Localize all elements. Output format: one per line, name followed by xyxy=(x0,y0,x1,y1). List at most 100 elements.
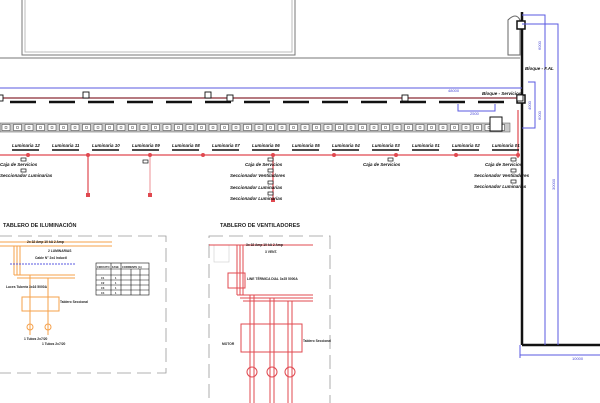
seccionador-luminarias-label: Seccionador Luminarias xyxy=(230,196,283,201)
luminaire-cell xyxy=(438,124,448,131)
luminaria-label: Luminaria 12 xyxy=(12,143,40,148)
luminaire-cell-mark xyxy=(211,126,215,129)
luminaire-cell-mark xyxy=(453,126,456,129)
luminaire-cell xyxy=(116,124,126,131)
luminaire-cell-mark xyxy=(372,126,376,129)
luminaire-cell xyxy=(415,124,425,131)
luminaire-cell xyxy=(197,124,206,131)
luminaire-cell xyxy=(381,124,390,131)
table-cell: 1 xyxy=(115,276,117,280)
luminaire-strip-cells xyxy=(1,124,505,131)
luminaria-label: Luminaria 01 xyxy=(412,143,440,148)
table-cell: 1 xyxy=(115,291,117,295)
dimension-text: 6000 xyxy=(537,40,542,50)
panel-title: TABLERO DE VENTILADORES xyxy=(220,223,300,229)
dimension-text: 4000 xyxy=(527,100,532,110)
luminaire-cell-mark xyxy=(27,126,31,129)
luminaire-cell xyxy=(13,124,22,131)
luminaire-cell xyxy=(312,124,321,131)
luminaire-cell xyxy=(392,124,402,131)
panel-label: Tablero Seccional xyxy=(60,300,88,304)
luminaire-cell xyxy=(93,124,103,131)
luminaire-cell xyxy=(82,124,91,131)
luminaire-cell xyxy=(369,124,379,131)
circuit-node xyxy=(148,153,152,157)
luminaria-label: Luminaria 01 xyxy=(492,143,520,148)
luminaire-cell xyxy=(59,124,68,131)
luminaire-cell-mark xyxy=(246,126,249,129)
main-feed-label: 3x 32 Amp 10 kA 2 Amp xyxy=(246,243,283,247)
dimension-lines xyxy=(0,14,600,358)
luminaire-cell-mark xyxy=(177,126,180,129)
luminaire-cell xyxy=(266,124,275,131)
circuit-label: 1 Tubos 2x7/20 xyxy=(42,342,66,346)
luminaire-cell xyxy=(461,124,471,131)
luminaire-cell-mark xyxy=(441,126,445,129)
luminaire-cell xyxy=(289,124,298,131)
table-header: FASE xyxy=(112,265,119,269)
luminaire-cell-mark xyxy=(16,126,19,129)
luminaire-cell xyxy=(162,124,172,131)
luminaire-cell-mark xyxy=(234,126,238,129)
luminaire-cell xyxy=(151,124,160,131)
seccionador-ventiladores-label: Seccionador Ventiladores xyxy=(474,173,530,178)
dimension-text: 2500 xyxy=(470,111,480,116)
luminaire-cell-mark xyxy=(476,126,479,129)
luminaire-cell-mark xyxy=(165,126,169,129)
luminaire-cell xyxy=(231,124,241,131)
luminaire-cell-mark xyxy=(188,126,192,129)
bloque-servicios-label: Bloque - Servicios xyxy=(482,91,522,96)
luminaire-cell-mark xyxy=(384,126,387,129)
luminaire-cell-mark xyxy=(430,126,433,129)
luminaire-cell xyxy=(254,124,264,131)
junction-box xyxy=(401,94,409,102)
circuit-node xyxy=(394,153,398,157)
panel-label: Luces Tubería 3x16 5000A xyxy=(6,285,48,289)
circuit-node xyxy=(454,153,458,157)
luminaire-cell xyxy=(128,124,137,131)
panel-iluminacion: TABLERO DE ILUMINACIÓN 2x 32 Amp 10 kA 2… xyxy=(0,221,167,374)
circuit-end xyxy=(86,193,90,197)
seccionador-luminarias-label: Seccionador Luminarias xyxy=(230,185,283,190)
luminaire-cell xyxy=(208,124,218,131)
seccionador-luminarias-label: Seccionador Luminarias xyxy=(474,184,527,189)
luminaire-cell-mark xyxy=(200,126,203,129)
bloque-fal-label: Bloque - F.AL xyxy=(525,66,554,71)
luminaria-label: Luminaria 02 xyxy=(452,143,480,148)
luminaire-cell xyxy=(105,124,114,131)
luminaire-cell-mark xyxy=(269,126,272,129)
luminaire-cell-mark xyxy=(4,126,8,129)
main-feed-label: 2x 32 Amp 10 kA 2 Amp xyxy=(27,240,64,244)
luminaire-cell-mark xyxy=(108,126,111,129)
luminaire-cell xyxy=(277,124,287,131)
luminaria-label: Luminaria 10 xyxy=(92,143,120,148)
luminaria-label: Luminaria 07 xyxy=(212,143,240,148)
building-outline xyxy=(0,0,520,59)
luminaria-label: Luminaria 05 xyxy=(292,143,320,148)
luminaire-cell-mark xyxy=(96,126,100,129)
luminaire-cell xyxy=(300,124,310,131)
right-wall xyxy=(507,12,600,347)
circuit-node xyxy=(26,153,30,157)
caja-servicios-label: Caja de Servicios xyxy=(363,162,401,167)
panel-label: Cable N° 2x4 InductI xyxy=(35,256,67,260)
junction-box xyxy=(0,94,4,102)
luminaria-label: Luminaria 06 xyxy=(252,143,280,148)
luminaire-cell-mark xyxy=(73,126,77,129)
circuit-node xyxy=(201,153,205,157)
luminaire-cell-mark xyxy=(315,126,318,129)
table-cell: 1 xyxy=(115,281,117,285)
table-header: CIRCUITO xyxy=(97,265,110,269)
luminaire-cell xyxy=(220,124,229,131)
dimension-text: 48000 xyxy=(448,88,460,93)
junction-boxes-top xyxy=(0,91,524,102)
luminaire-cell xyxy=(243,124,252,131)
luminaire-cell-mark xyxy=(131,126,134,129)
luminaria-label: Luminaria 11 xyxy=(52,143,80,148)
luminaire-cell xyxy=(335,124,344,131)
panel-ventiladores: TABLERO DE VENTILADORES 3x 32 Amp 10 kA … xyxy=(208,223,331,403)
luminaire-cell-mark xyxy=(395,126,399,129)
caja-servicios-label: Caja de Servicios xyxy=(0,162,38,167)
luminaire-cell-mark xyxy=(361,126,364,129)
